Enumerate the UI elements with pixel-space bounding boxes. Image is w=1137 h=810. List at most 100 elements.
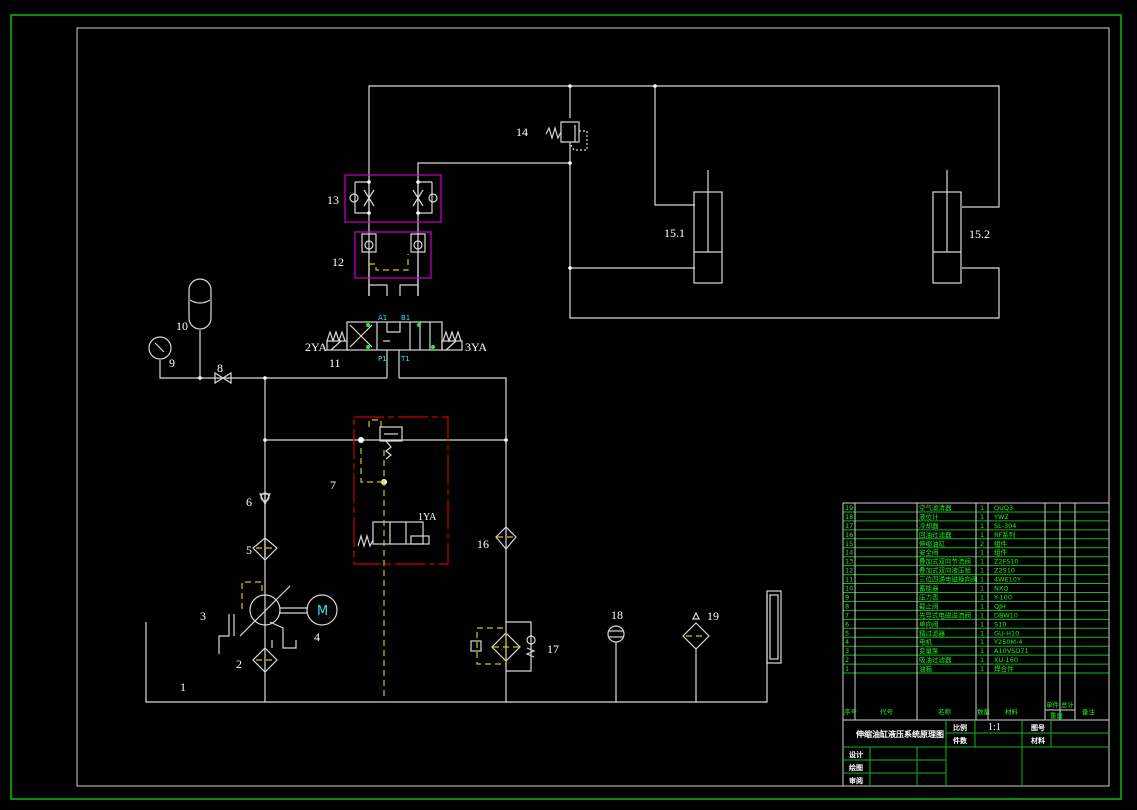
- label-6: 6: [246, 495, 252, 509]
- scale-label: 比例: [953, 723, 967, 732]
- row-model: A10VSO71: [994, 647, 1029, 655]
- row-seq: 17: [845, 522, 853, 530]
- tank-1: [145, 594, 768, 703]
- label-17: 17: [547, 642, 559, 656]
- row-qty: 1: [980, 504, 984, 512]
- row-model: XU-160: [994, 656, 1018, 664]
- row-seq: 13: [845, 558, 853, 566]
- row-seq: 6: [845, 620, 849, 628]
- row-name: 精过滤器: [919, 628, 946, 637]
- row-model: S10: [994, 620, 1006, 628]
- header-seq: 序号: [844, 707, 858, 716]
- row-qty: 1: [980, 531, 984, 539]
- label-5: 5: [246, 543, 252, 557]
- row-model: Y-100: [993, 593, 1012, 601]
- row-name: 吸油过滤器: [919, 655, 952, 664]
- row-seq: 8: [845, 602, 849, 610]
- port-p1: P1: [378, 355, 387, 363]
- row-seq: 5: [845, 629, 849, 637]
- header-weight: 重量: [1050, 712, 1064, 720]
- header-name: 名称: [938, 707, 952, 716]
- row-qty: 1: [980, 602, 984, 610]
- row-qty: 1: [980, 656, 984, 664]
- row-name: 叠加式双向液压锁: [919, 566, 972, 575]
- row-name: 回油过滤器: [919, 530, 952, 539]
- label-2ya: 2YA: [305, 340, 327, 354]
- label-18: 18: [611, 608, 623, 622]
- header-total: 总计: [1061, 700, 1075, 709]
- row-model: DBW10: [994, 611, 1018, 619]
- row-seq: 16: [845, 531, 853, 539]
- row-qty: 1: [980, 585, 984, 593]
- directional-valve-11: [346, 321, 443, 351]
- label-12: 12: [332, 255, 344, 269]
- row-name: 压力表: [919, 592, 939, 601]
- label-1ya: 1YA: [418, 512, 437, 523]
- label-10: 10: [176, 319, 188, 333]
- row-qty: 1: [980, 611, 984, 619]
- pipe-cyl1-rod: [654, 86, 695, 206]
- row-model: NXQ: [994, 585, 1008, 593]
- relief-valve-14: [560, 121, 580, 143]
- label-8: 8: [217, 361, 223, 375]
- label-9: 9: [169, 356, 175, 370]
- row-name: 液位计: [919, 512, 939, 521]
- variable-pump-3: [249, 594, 281, 626]
- row-seq: 19: [845, 504, 853, 512]
- drawing-title: 伸缩油缸液压系统原理图: [855, 729, 944, 739]
- row-qty: 1: [980, 576, 984, 584]
- row-name: 截止阀: [919, 601, 939, 610]
- row-model: QJH: [994, 602, 1006, 610]
- row-name: 油箱: [919, 664, 933, 673]
- row-model: Z2S10: [994, 567, 1015, 575]
- fine-filter-5: [252, 537, 278, 561]
- row-qty: 1: [980, 567, 984, 575]
- row-model: 组件: [994, 539, 1008, 548]
- signature-label: 设计: [849, 750, 863, 759]
- pipe-top-loop: [368, 85, 1000, 296]
- pipe-bottom-loop: [417, 162, 1000, 319]
- row-seq: 15: [845, 540, 853, 548]
- signature-label: 绘图: [849, 763, 863, 772]
- row-qty: 1: [980, 665, 984, 673]
- row-seq: 9: [845, 593, 849, 601]
- row-seq: 4: [845, 638, 849, 646]
- port-b1: B1: [401, 314, 410, 322]
- throttle-block-13: [344, 174, 442, 223]
- header-code: 代号: [880, 707, 894, 716]
- row-seq: 14: [845, 549, 853, 557]
- label-16: 16: [477, 537, 489, 551]
- row-qty: 2: [980, 540, 984, 548]
- label-15-2: 15.2: [969, 227, 990, 241]
- row-model: YWZ: [993, 513, 1009, 521]
- motor-label: M: [317, 604, 328, 619]
- drawing-no-label: 图号: [1031, 723, 1045, 732]
- label-4: 4: [314, 630, 320, 644]
- label-3: 3: [200, 609, 206, 623]
- row-model: Z2FS10: [994, 558, 1019, 566]
- row-name: 电机: [919, 637, 933, 646]
- port-t1: T1: [400, 355, 410, 363]
- row-model: 焊合件: [994, 664, 1014, 673]
- label-11: 11: [329, 356, 341, 370]
- row-qty: 1: [980, 647, 984, 655]
- header-unit: 单件: [1046, 700, 1060, 709]
- row-seq: 2: [845, 656, 849, 664]
- row-name: 变量泵: [919, 646, 939, 655]
- label-2: 2: [236, 657, 242, 671]
- row-name: 安全阀: [919, 548, 939, 557]
- row-qty: 1: [980, 629, 984, 637]
- row-model: Y250M-4: [993, 638, 1022, 646]
- label-19: 19: [707, 609, 719, 623]
